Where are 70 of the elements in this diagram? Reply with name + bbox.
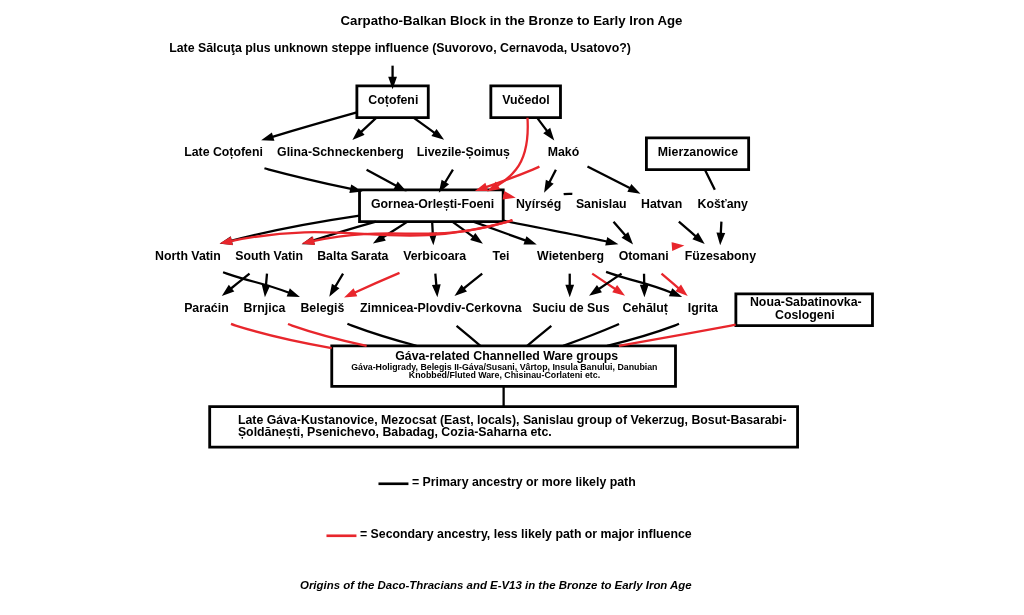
node-text: North Vatin [155, 249, 221, 264]
connector [455, 324, 482, 347]
arrow [366, 168, 407, 192]
node-text: Wietenberg [537, 249, 605, 264]
connector [618, 323, 736, 347]
connector [346, 322, 417, 347]
arrow [329, 273, 345, 297]
connector [606, 322, 680, 347]
node-text: Balta Sarata [317, 249, 389, 264]
arrow [487, 117, 529, 192]
node-text: Brnjica [243, 301, 286, 316]
node-text: Hatvan [641, 197, 683, 212]
node-box: Vučedol [489, 84, 562, 119]
arrow [372, 220, 409, 244]
node-text: Livezile-Șoimuș [416, 145, 510, 160]
node-text: Late Sălcuţa plus unknown steppe influence (Suvorovo, Cernavoda, Usatovo?) [169, 41, 631, 56]
node-text: Paraćin [184, 301, 229, 316]
arrow [222, 271, 300, 298]
connector [703, 169, 716, 191]
arrow [660, 272, 688, 296]
arrow [221, 272, 251, 296]
arrow [388, 65, 397, 90]
node-box: Coțofeni [355, 84, 430, 119]
node-text: Zimnicea-Plovdiv-Cerkovna [359, 301, 522, 316]
node-text: Tei [492, 249, 510, 264]
node-text: Igrita [687, 301, 718, 316]
arrow [472, 220, 537, 245]
arrow [261, 273, 271, 298]
node-box: Mierzanowice [645, 136, 751, 171]
arrow [454, 272, 483, 296]
arrow [438, 169, 454, 193]
node-text: Košťany [697, 197, 748, 212]
arrow [474, 165, 540, 191]
arrow [678, 220, 705, 245]
arrow [544, 169, 557, 193]
node-text: Otomani [618, 249, 669, 264]
node-box: Late Gáva-Kustanovice, Mezocsat (East, locals), Sanislau group of Vekerzug, Bosut-Basarabi-Șoldănești, Psenichevo, Babadag, Cozia-Saharna etc. [208, 405, 799, 449]
legend-label: = Secondary ancestry, less likely path or major influence [359, 527, 692, 542]
connector [526, 324, 553, 347]
node-text: Füzesabony [684, 249, 756, 264]
arrow [261, 111, 358, 141]
node-text: Nyírség [515, 197, 562, 212]
connector [230, 322, 332, 350]
arrow [536, 116, 555, 141]
node-text: South Vatin [235, 249, 304, 264]
connector [502, 386, 505, 407]
arrow [451, 220, 483, 244]
arrow [612, 220, 634, 245]
connector [287, 322, 367, 347]
arrow [412, 116, 445, 140]
node-box: Noua-Sabatinovka-Coslogeni [734, 292, 874, 327]
node-text: Cehăluț [622, 301, 668, 316]
diagram-title: Carpatho-Balkan Block in the Bronze to Early Iron Age [340, 13, 683, 29]
caption: Origins of the Daco-Thracians and E-V13 in the Bronze to Early Iron Age [300, 579, 692, 592]
node-text: Sanislau [575, 197, 627, 212]
arrow [344, 271, 400, 298]
arrow [352, 116, 378, 141]
node-box: Gáva-related Channelled Ware groups Gáva-Holigrady, Belegis II-Gáva/Susani, Vârtop, Insula Banului, Danubian Knobbed/Fluted Ware, Chisinau-Corlateni etc. [330, 344, 677, 388]
arrow [431, 273, 441, 298]
arrow [503, 219, 619, 246]
node-text: Makó [547, 145, 580, 160]
node-text: Glina-Schneckenberg [277, 145, 404, 160]
arrow [264, 167, 363, 194]
legend-label: = Primary ancestry or more likely path [411, 475, 636, 490]
node-text: Late Coțofeni [184, 145, 263, 160]
node-text: Suciu de Sus [532, 301, 610, 316]
connector [562, 322, 620, 347]
node-text: Belegiš [300, 301, 345, 316]
node-text: Verbicoara [403, 249, 467, 264]
arrow [586, 165, 641, 194]
